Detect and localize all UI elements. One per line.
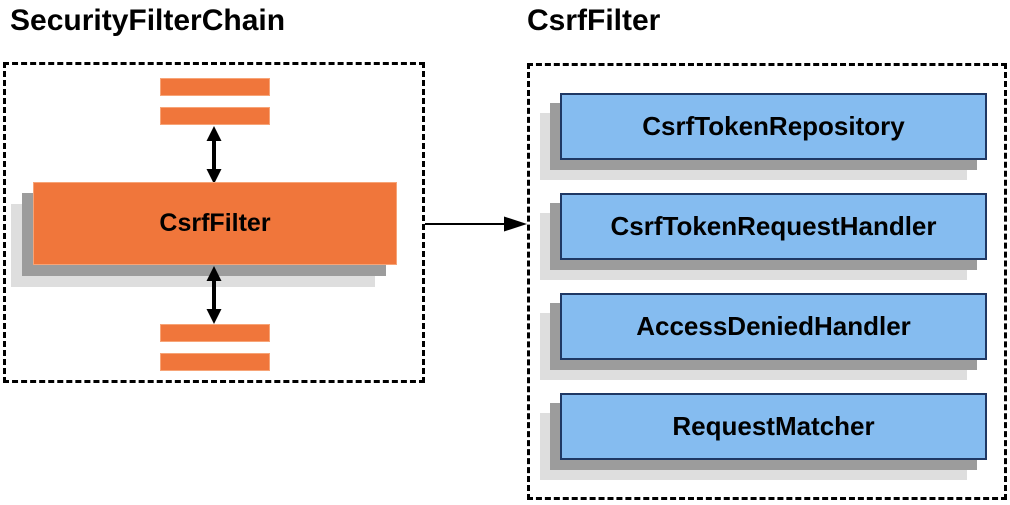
csrf-filter-label: CsrfFilter [159,209,271,237]
component-label: AccessDeniedHandler [636,311,911,341]
bidirectional-arrow-icon [206,126,222,184]
right-panel-title: CsrfFilter [527,4,661,37]
security-filter-chain-panel [3,62,425,383]
flow-arrow-icon [425,216,527,232]
filter-stack-bar [160,353,270,371]
filter-stack-bar [160,324,270,342]
csrf-filter-panel [527,63,1007,500]
left-panel-title: SecurityFilterChain [10,4,286,37]
component-label: CsrfTokenRequestHandler [610,211,937,241]
filter-stack-bar [160,107,270,125]
bidirectional-arrow-icon [206,266,222,324]
component-box-request-matcher: RequestMatcher [560,393,987,460]
component-box-csrf-token-request-handler: CsrfTokenRequestHandler [560,193,987,260]
component-label: RequestMatcher [672,411,875,441]
csrf-filter-box: CsrfFilter [33,182,397,265]
component-label: CsrfTokenRepository [642,111,905,141]
filter-stack-bar [160,78,270,96]
component-box-access-denied-handler: AccessDeniedHandler [560,293,987,360]
component-box-csrf-token-repository: CsrfTokenRepository [560,93,987,160]
